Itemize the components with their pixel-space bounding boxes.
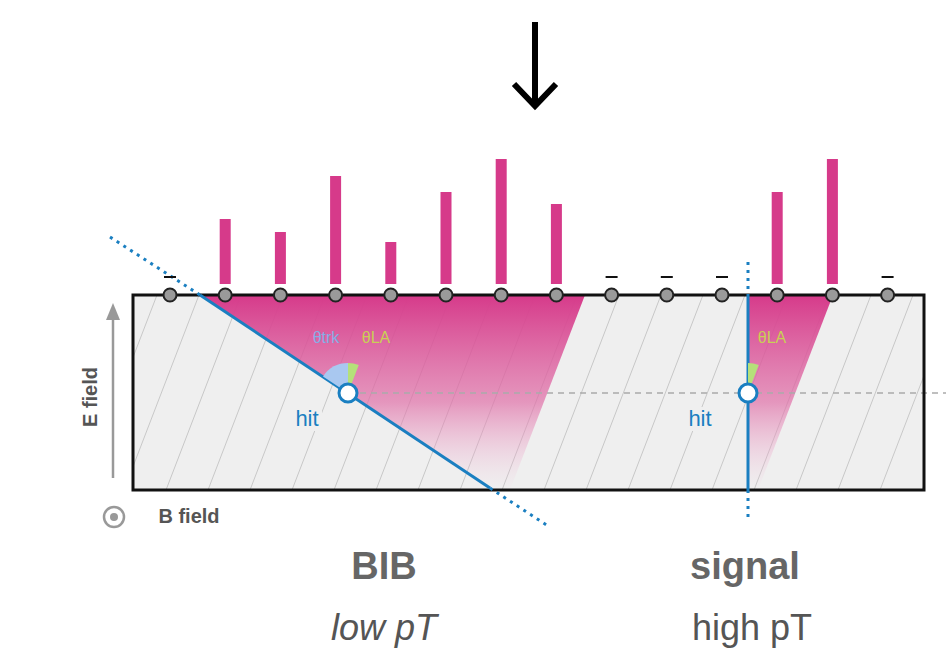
signal-track-extension (747, 262, 750, 295)
pixel-pad (219, 289, 232, 302)
pixel-pad (660, 289, 673, 302)
charge-bar (441, 192, 452, 284)
zero-charge-mark (164, 276, 176, 278)
angle-label: θtrk (313, 329, 340, 347)
pixel-pad (384, 289, 397, 302)
angle-label: θLA (758, 329, 786, 347)
angle-wedges (323, 363, 759, 393)
bib-track-extension (110, 237, 200, 295)
pixel-pad (771, 289, 784, 302)
pixel-pad (329, 289, 342, 302)
bib-track (200, 295, 490, 488)
beam-arrowhead (514, 84, 556, 106)
pixel-pad (881, 289, 894, 302)
category-sublabel: high pT (692, 608, 812, 648)
hatch-line (134, 296, 199, 489)
category-sublabel: low pT (331, 608, 437, 648)
e-field-arrowhead (106, 303, 120, 320)
pixel-pad (550, 289, 563, 302)
signal-track-extension (747, 490, 750, 522)
pixel-pad (274, 289, 287, 302)
charge-bar (220, 219, 231, 284)
charge-bar (551, 204, 562, 284)
hatch-line (166, 296, 241, 489)
pixel-pad (440, 289, 453, 302)
hit-marker (739, 384, 757, 402)
charge-bar (275, 232, 286, 284)
field-label: E field (79, 367, 101, 427)
b-field-dot (110, 513, 118, 521)
zero-charge-mark (716, 276, 728, 278)
hit-label: hit (685, 407, 714, 431)
field-label: B field (158, 505, 219, 527)
pixel-pad (716, 289, 729, 302)
hit-plane-line (360, 392, 946, 394)
category-label: signal (690, 546, 800, 588)
charge-bar (330, 176, 341, 284)
hit-label: hit (292, 407, 321, 431)
bib-track-extension (490, 488, 548, 526)
charge-bar (385, 242, 396, 284)
charge-bar (496, 159, 507, 284)
charge-bar (772, 192, 783, 284)
category-label: BIB (351, 546, 416, 588)
b-field-symbol (104, 507, 124, 527)
pixel-pad (605, 289, 618, 302)
zero-charge-mark (606, 276, 618, 278)
pixel-pad (495, 289, 508, 302)
pixel-pad (826, 289, 839, 302)
sensor-slab-border (133, 295, 924, 490)
hatching (134, 296, 923, 489)
hit-marker (339, 384, 357, 402)
pixel-pad (164, 289, 177, 302)
beam-arrow (532, 22, 538, 104)
charge-bar (827, 159, 838, 284)
pixel-readout (164, 159, 895, 302)
zero-charge-mark (882, 276, 894, 278)
e-field-arrow (112, 318, 115, 478)
hatch-line (134, 296, 157, 489)
zero-charge-mark (661, 276, 673, 278)
angle-label: θLA (362, 329, 390, 347)
